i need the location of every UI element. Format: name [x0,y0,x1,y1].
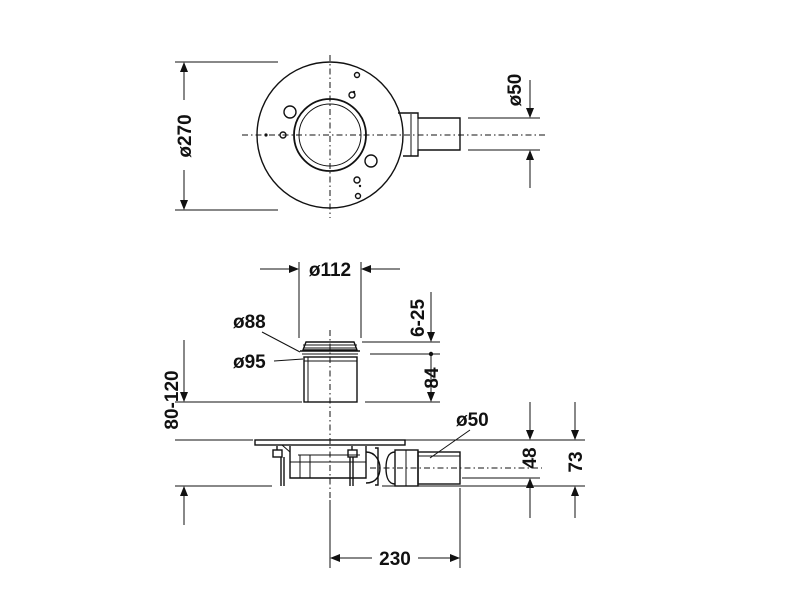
center-dot-2 [352,90,356,94]
center-dot-3 [358,184,362,188]
screw-hole-3 [279,131,287,139]
leveling-foot-right [347,446,358,486]
mounting-hole-large-1 [283,105,297,119]
screw-hole-2 [348,91,356,99]
dim-50-side-leader [429,429,471,459]
dim-6-25-point [428,351,434,357]
dim-112-label: ø112 [309,260,351,281]
dim-50-top-label: ø50 [505,74,526,107]
dim-84-label: 84 [422,367,443,389]
outlet-elbow-ring-1 [375,447,379,486]
center-dot-1 [264,133,268,137]
dim-50-side-label: ø50 [456,410,489,431]
outlet-pipe-plan [398,112,461,157]
leveling-foot-left [272,446,285,486]
dim-95-label: ø95 [233,352,266,373]
dim-6-25-label: 6-25 [408,299,429,337]
base-bracket-left [281,444,291,453]
dim-230-label: 230 [379,549,411,570]
dim-48-label: 48 [520,447,541,468]
dim-88-leader [261,331,301,353]
side-view: ø112 ø88 ø95 6-25 84 [162,260,587,570]
screw-hole-1 [353,71,361,79]
screw-hole-5 [354,192,362,200]
mounting-hole-large-2 [364,154,378,168]
dim-80-120-label: 80-120 [162,370,183,429]
screw-hole-4 [353,176,361,184]
top-view: ø270 ø50 [175,55,545,218]
dim-270-label: ø270 [175,114,196,157]
dim-73-label: 73 [566,451,587,472]
dim-95-leader [273,358,304,362]
dim-88-label: ø88 [233,312,266,333]
